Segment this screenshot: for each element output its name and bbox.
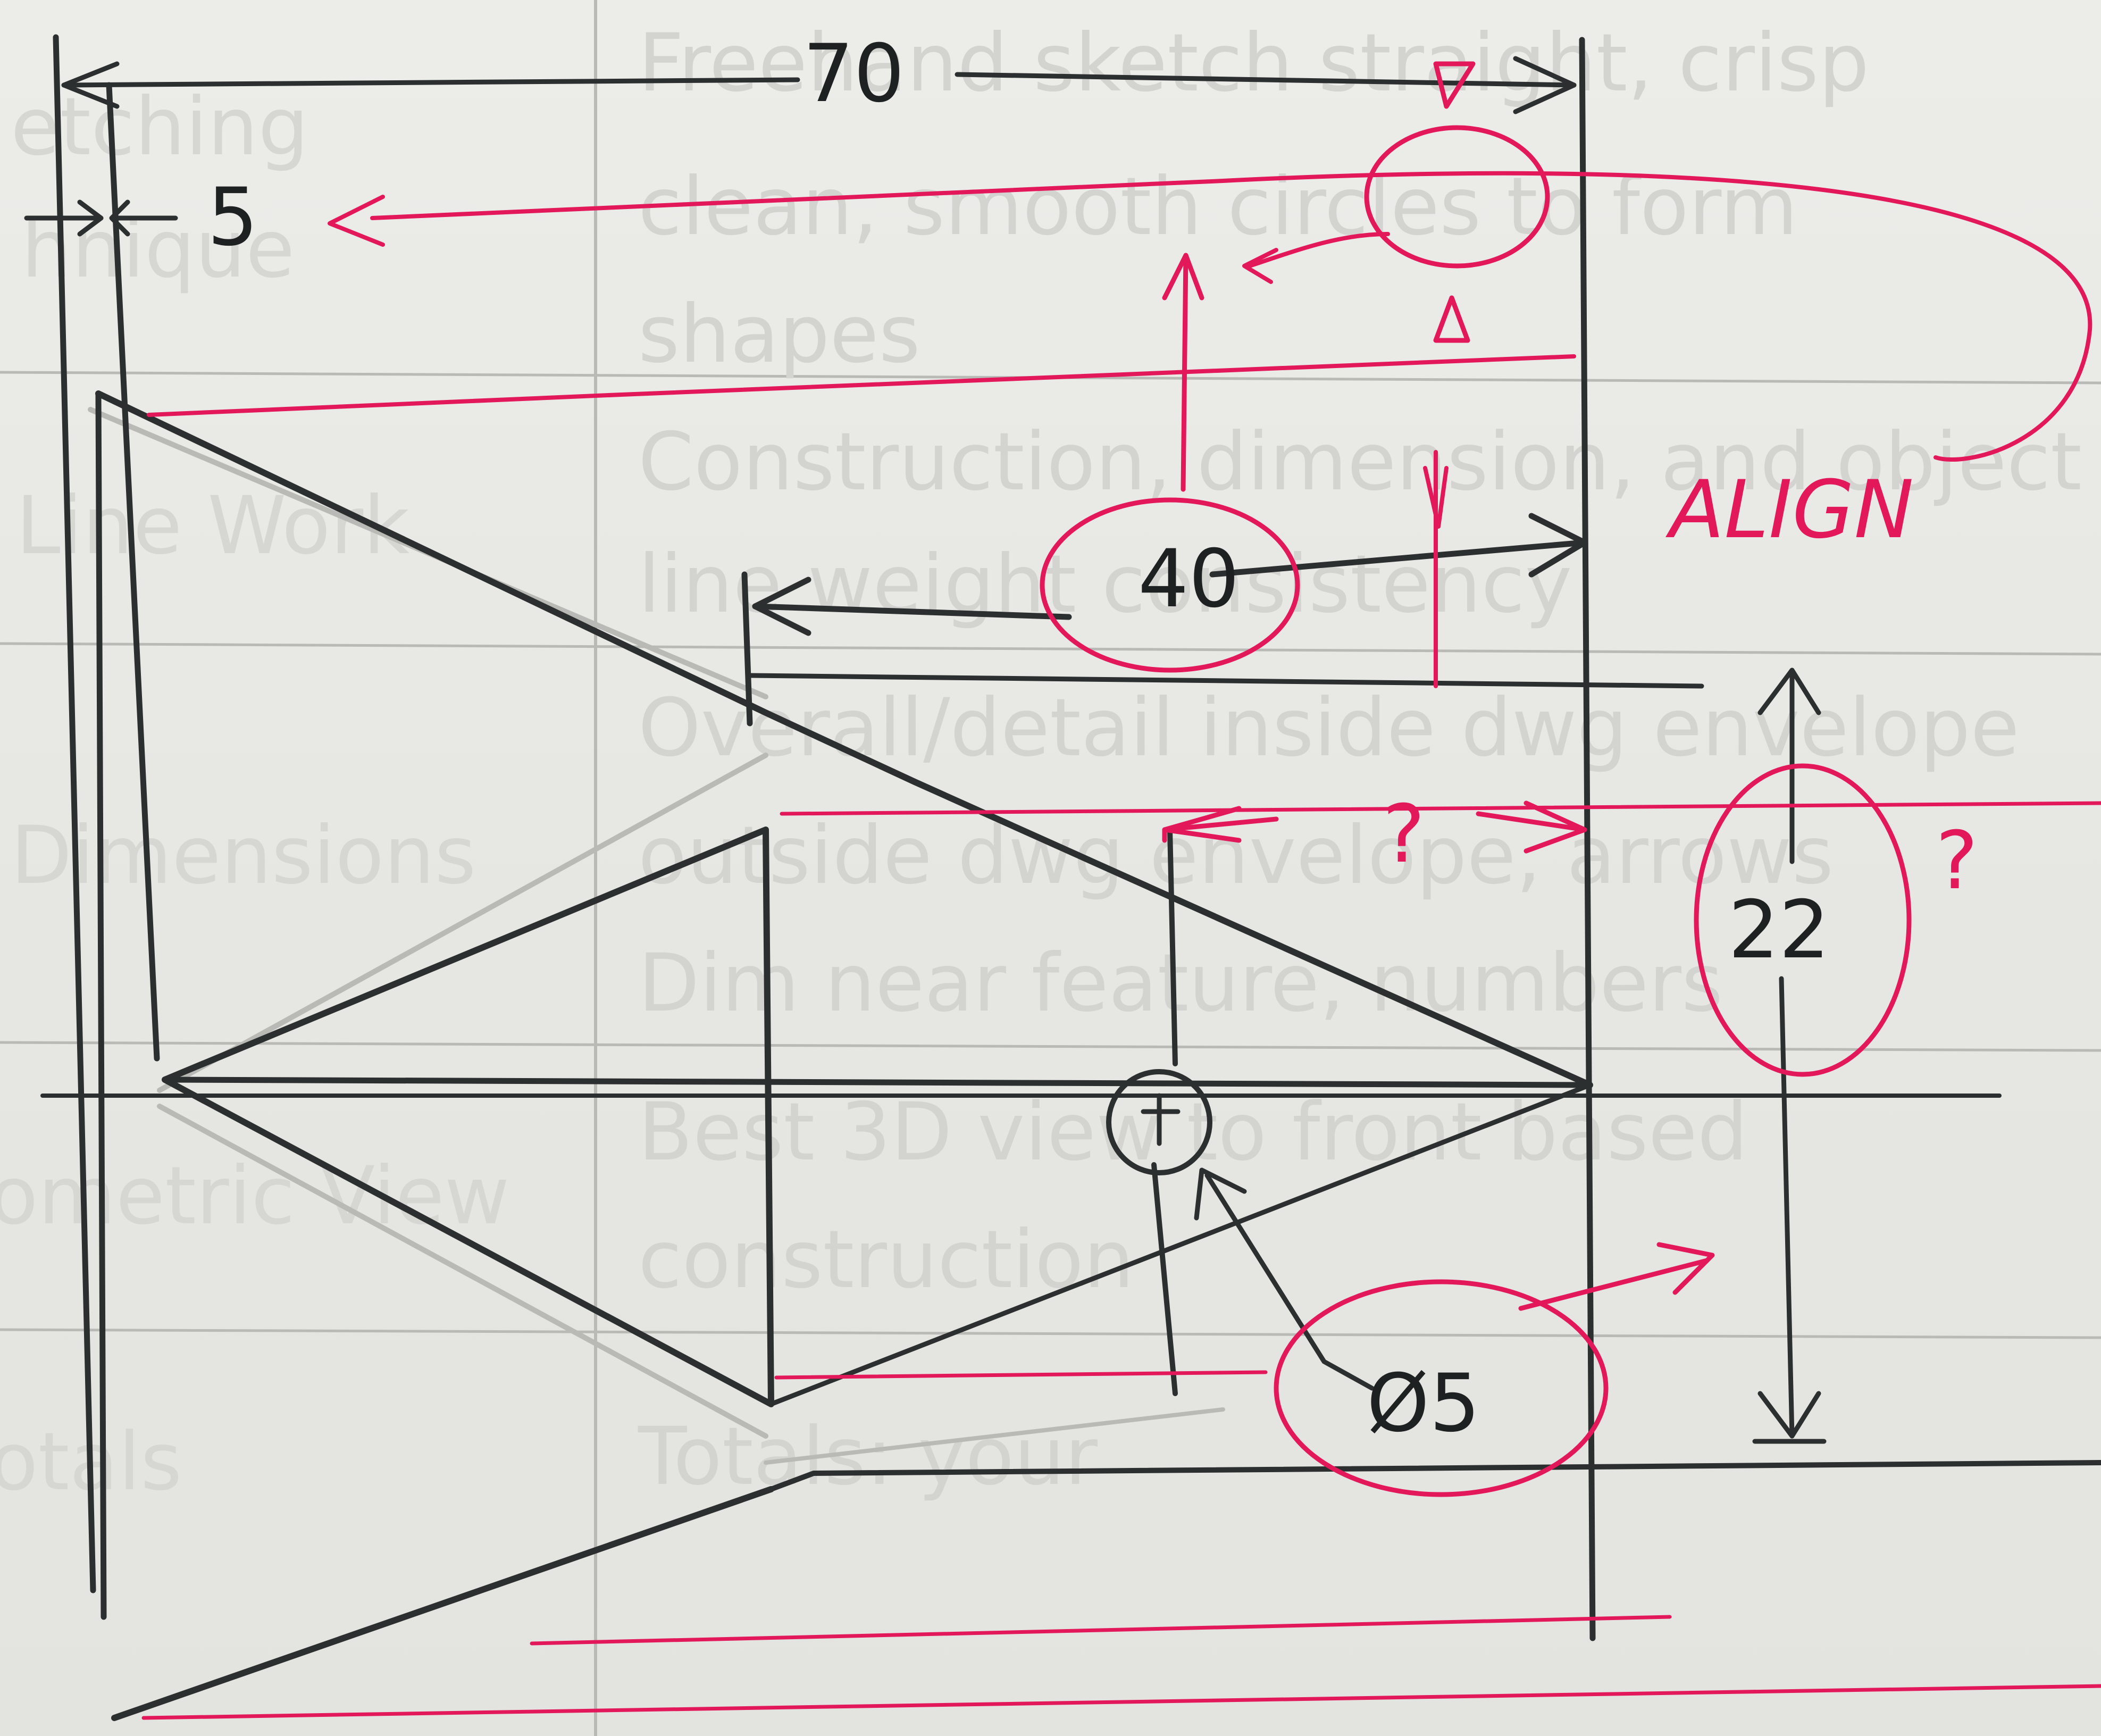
bg-line-7: Dim near feature, numbers [638,937,1723,1030]
unknown-dim-right [1476,811,1587,832]
circle-pointer [1248,232,1390,268]
lower-converging-line [768,1082,1593,1407]
red-height-line-bottom [774,1370,1268,1380]
dim-22-line-bottom [1779,976,1795,1439]
bg-line-0: Freehand sketch straight, crisp [638,17,1869,110]
dim-5-text: 5 [207,171,258,264]
correction-text: ALIGN ? ? [1383,464,1978,907]
bg-line-5: Overall/detail inside dwg envelope [638,682,2020,774]
red-height-line-top [780,801,2101,816]
dimension-lines [24,56,1827,1444]
dim-70-line-left [61,77,800,88]
unknown-dim-text: ? [1383,788,1425,881]
red-up-arrow-head [1162,253,1204,301]
dim-70-text: 70 [803,28,905,120]
inner-triangle [162,827,774,1407]
dim-70-arrow-right [1513,56,1577,114]
hole-center-mark [1141,1093,1181,1146]
axis-line [162,1076,1593,1088]
red-up-arrow-line [1181,253,1188,492]
bg-label-4: ometric View [0,1150,509,1242]
dim-22-circle [1694,763,1912,1077]
hole-dim-pointer-head [1656,1242,1715,1295]
right-edge [1579,37,1596,1641]
align-loop-top [370,171,2092,462]
dim-22-arrow-bottom [1757,1391,1821,1439]
circle-pointer-head [1242,248,1278,284]
left-extension-line [53,34,96,1593]
bg-line-10: Totals: your [638,1410,1098,1503]
unknown-dim-arrow-right [1524,800,1587,854]
dim-22-arrow-top [1757,667,1821,715]
red-bottom-line-2 [141,1684,2101,1720]
dim-70-line-right [955,72,1577,88]
dim-22-text: 22 [1728,884,1830,976]
step-top-line [747,673,1704,689]
bg-label-3: Dimensions [11,809,476,902]
dim-40-arrow-right [1528,513,1588,578]
dim-70-arrow-left [61,61,120,109]
red-down-arrowhead [1423,466,1449,529]
dim-5-arrow-right [109,199,178,237]
arrow-top-down [1433,61,1476,109]
dim-5-arrowhead-left [77,199,104,237]
bg-line-8: Best 3D view to front based [638,1086,1748,1179]
lower-diagonal [111,1486,774,1721]
red-bottom-line-1 [530,1615,1672,1646]
dim-40-circle [1040,497,1300,673]
left-edge [95,390,107,1620]
step-vertical [741,571,753,727]
hole-dim-pointer [1518,1258,1710,1311]
align-note: ALIGN [1665,464,1914,556]
dim-40-line-left [752,603,1072,620]
bg-line-9: construction [638,1214,1134,1306]
object-outline [40,34,2101,1721]
hole-leader [1204,1173,1375,1391]
bg-label-2: Line Work [16,480,409,572]
hole-centerline-vertical [1167,827,1178,1066]
dim-40-line-right [1209,539,1588,578]
hole-diameter-text: Ø5 [1367,1357,1480,1450]
background-text: etching hnique Line Work Dimensions omet… [0,17,2082,1508]
arrow-up-mid [1433,295,1470,343]
bottom-line [768,1460,2101,1492]
bg-line-2: shapes [638,288,920,381]
dimension-values: 70 5 40 22 Ø5 [207,28,1830,1450]
bg-line-3: Construction, dimension, and object [638,416,2082,508]
hole-dim-circle [1274,1279,1609,1497]
dim-40-arrow-left [752,577,811,636]
question-mark-right: ? [1936,815,1978,907]
inner-extension-line [106,82,160,1062]
align-arrowhead [328,195,385,247]
upper-diagonal [95,390,1593,1088]
correction-markup [141,61,2101,1720]
hole-leader-arrow [1194,1167,1247,1221]
hole-circle [1106,1069,1212,1175]
hole-centerline-lower [1151,1162,1178,1396]
dim-40-text: 40 [1138,533,1240,625]
align-loop-bottom [147,354,1576,417]
terminator-circle [1364,125,1550,269]
unknown-dim-arrow-left [1162,806,1242,843]
